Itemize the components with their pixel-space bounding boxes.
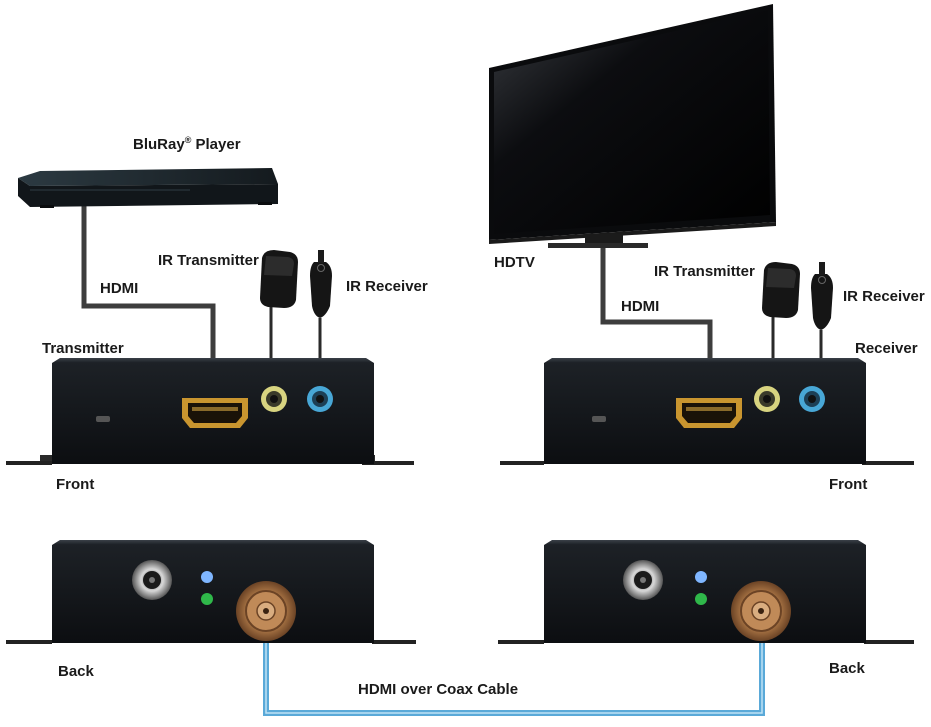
- bluray-player-icon: [18, 168, 278, 208]
- receiver-label: Receiver: [855, 340, 918, 357]
- hdmi-label-right: HDMI: [621, 298, 660, 315]
- hdmi-label-left: HDMI: [100, 280, 139, 297]
- back-label-right: Back: [829, 660, 865, 677]
- transmitter-front-unit: [6, 358, 414, 465]
- ir-tx-jack-icon: [261, 386, 287, 412]
- ir-rx-jack-icon: [307, 386, 333, 412]
- ir-transmitter-label-left: IR Transmitter: [158, 252, 259, 269]
- hdmi-cable-right: [600, 246, 713, 358]
- ir-transmitter-icon-right: [762, 262, 800, 318]
- bluray-player-label: BluRay® Player: [133, 135, 241, 153]
- hdmi-cable-left: [81, 205, 216, 358]
- hdmi-port-icon-right: [676, 398, 742, 428]
- hdtv-icon: [489, 4, 776, 248]
- back-label-left: Back: [58, 663, 94, 680]
- ir-receiver-label-left: IR Receiver: [346, 278, 428, 295]
- hdtv-label: HDTV: [494, 254, 535, 271]
- link-led-icon: [201, 593, 213, 605]
- power-jack-icon-right: [623, 560, 663, 600]
- ir-transmitter-label-right: IR Transmitter: [654, 263, 755, 280]
- front-label-right: Front: [829, 476, 868, 493]
- bnc-connector-icon-right: [731, 581, 791, 641]
- ir-receiver-label-right: IR Receiver: [843, 288, 925, 305]
- ir-rx-jack-icon-right: [799, 386, 825, 412]
- bnc-connector-icon: [236, 581, 296, 641]
- coax-cable-label: HDMI over Coax Cable: [358, 681, 519, 698]
- receiver-front-unit: [500, 358, 914, 465]
- coax-cable: [263, 637, 765, 716]
- power-jack-icon: [132, 560, 172, 600]
- hdmi-port-icon: [182, 398, 248, 428]
- power-led-icon-right: [695, 571, 707, 583]
- ir-receiver-icon-right: [811, 262, 833, 330]
- ir-transmitter-icon: [260, 250, 298, 308]
- link-led-icon-right: [695, 593, 707, 605]
- receiver-back-unit: [498, 540, 914, 644]
- micro-usb-icon-right: [592, 416, 606, 422]
- transmitter-back-unit: [6, 540, 416, 644]
- ir-tx-jack-icon-right: [754, 386, 780, 412]
- micro-usb-icon: [96, 416, 110, 422]
- transmitter-label: Transmitter: [42, 340, 124, 357]
- ir-receiver-icon: [310, 250, 332, 318]
- front-label-left: Front: [56, 476, 95, 493]
- power-led-icon: [201, 571, 213, 583]
